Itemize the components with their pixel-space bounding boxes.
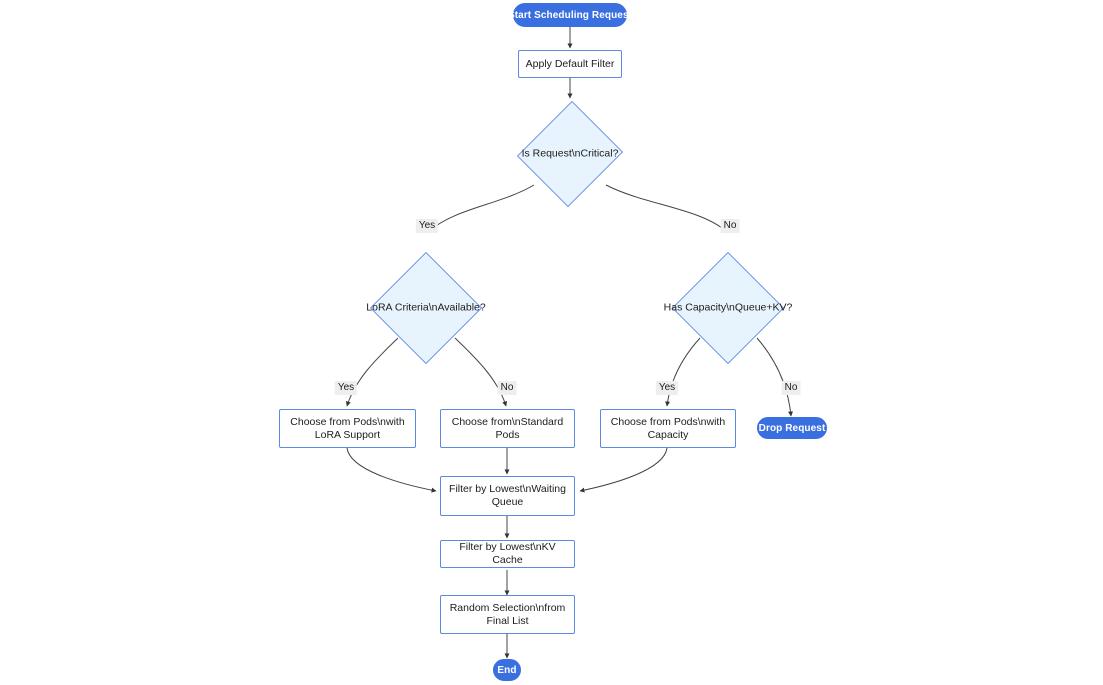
node-filter-by-lowest-kv-cache-label: Filter by Lowest\nKV Cache bbox=[459, 541, 556, 566]
node-random-selection-final-list-line1: Random Selection\nfrom bbox=[449, 601, 566, 614]
node-drop-request-label: Drop Request bbox=[758, 422, 826, 434]
node-choose-standard-pods-line2: Pods bbox=[495, 428, 520, 441]
edge-label-critical-no-text: No bbox=[723, 220, 737, 231]
edge-label-critical-yes: Yes bbox=[415, 219, 439, 233]
node-choose-pods-with-capacity-line2: Capacity bbox=[647, 428, 689, 441]
edge-label-lora-no: No bbox=[497, 381, 517, 395]
node-filter-by-lowest-kv-cache[interactable]: Filter by Lowest\nKV Cache bbox=[440, 540, 575, 568]
node-choose-pods-lora-support-line2: LoRA Support bbox=[314, 428, 381, 441]
edge-label-lora-no-text: No bbox=[500, 382, 514, 393]
node-choose-pods-lora-support-line1: Choose from Pods\nwith bbox=[290, 415, 405, 428]
node-apply-default-filter-label: Apply Default Filter bbox=[525, 57, 615, 70]
node-start[interactable]: Start Scheduling Request bbox=[508, 3, 632, 27]
node-choose-pods-with-capacity[interactable]: Choose from Pods\nwith Capacity bbox=[600, 409, 736, 448]
node-choose-standard-pods-line1: Choose from\nStandard bbox=[451, 415, 564, 428]
edge-label-critical-yes-text: Yes bbox=[418, 220, 436, 231]
edge-label-critical-no: No bbox=[720, 219, 740, 233]
edge-label-capacity-no: No bbox=[781, 381, 801, 395]
node-filter-by-lowest-waiting-queue-line1: Filter by Lowest\nWaiting bbox=[449, 483, 566, 495]
node-filter-by-lowest-waiting-queue-line2: Queue bbox=[491, 496, 524, 508]
node-has-capacity-label: Has Capacity\nQueue+KV? bbox=[663, 301, 793, 314]
node-apply-default-filter[interactable]: Apply Default Filter bbox=[518, 50, 622, 78]
edge-is-critical-to-has-capacity-no bbox=[605, 184, 728, 233]
node-end-label: End bbox=[497, 664, 517, 676]
node-drop-request[interactable]: Drop Request bbox=[757, 417, 827, 439]
node-filter-by-lowest-waiting-queue[interactable]: Filter by Lowest\nWaiting Queue bbox=[440, 476, 575, 516]
node-start-label: Start Scheduling Request bbox=[507, 9, 633, 21]
edge-pods-lora-to-filter-queue bbox=[346, 447, 437, 493]
edge-label-capacity-yes: Yes bbox=[655, 381, 679, 395]
node-is-request-critical[interactable]: Is Request\nCritical? bbox=[517, 99, 623, 209]
edge-label-lora-yes: Yes bbox=[334, 381, 358, 395]
node-is-request-critical-label: Is Request\nCritical? bbox=[521, 147, 619, 160]
node-has-capacity[interactable]: Has Capacity\nQueue+KV? bbox=[664, 252, 792, 364]
edge-pods-capacity-to-filter-queue bbox=[579, 447, 668, 493]
node-choose-standard-pods[interactable]: Choose from\nStandard Pods bbox=[440, 409, 575, 448]
node-choose-pods-with-capacity-line1: Choose from Pods\nwith bbox=[610, 415, 726, 428]
edge-label-capacity-yes-text: Yes bbox=[658, 382, 676, 393]
node-choose-pods-lora-support[interactable]: Choose from Pods\nwith LoRA Support bbox=[279, 409, 416, 448]
node-random-selection-final-list-line2: Final List bbox=[486, 614, 529, 627]
node-end[interactable]: End bbox=[493, 659, 521, 681]
node-lora-criteria-available[interactable]: LoRA Criteria\nAvailable? bbox=[366, 252, 486, 364]
edge-label-capacity-no-text: No bbox=[784, 382, 798, 393]
node-random-selection-final-list[interactable]: Random Selection\nfrom Final List bbox=[440, 595, 575, 634]
node-lora-criteria-available-label: LoRA Criteria\nAvailable? bbox=[366, 301, 486, 314]
edge-label-lora-yes-text: Yes bbox=[337, 382, 355, 393]
